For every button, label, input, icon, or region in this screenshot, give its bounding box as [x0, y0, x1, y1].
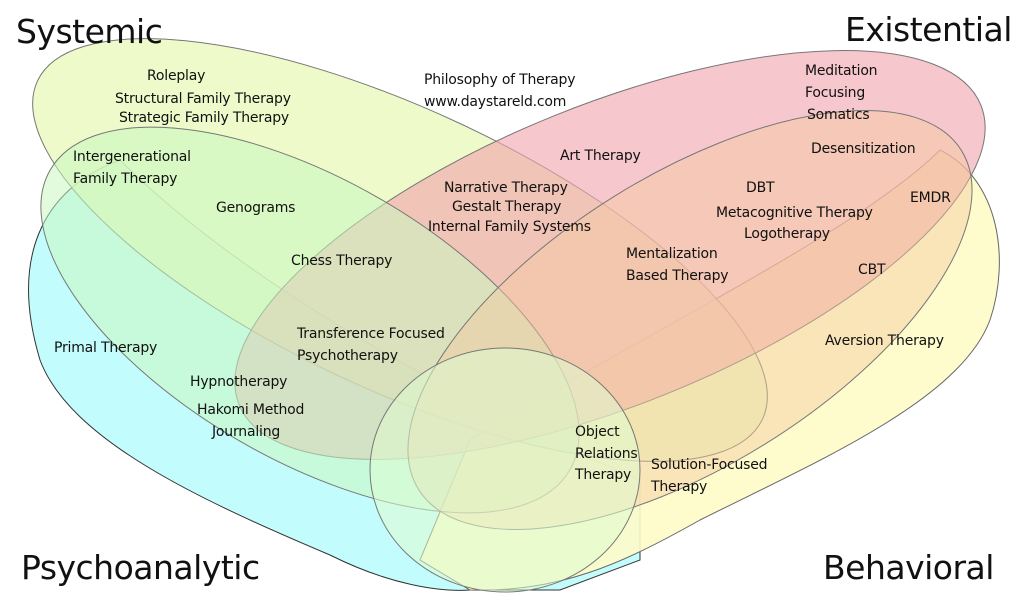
- website-link[interactable]: www.daystareld.com: [424, 94, 567, 110]
- item-solution-1: Solution-Focused: [651, 457, 768, 473]
- item-desensitization: Desensitization: [811, 141, 916, 157]
- category-behavioral: Behavioral: [823, 548, 994, 587]
- item-intergenerational-2: Family Therapy: [73, 171, 178, 187]
- item-logotherapy: Logotherapy: [744, 226, 830, 242]
- item-intergenerational-1: Intergenerational: [73, 149, 191, 165]
- item-solution-2: Therapy: [651, 479, 708, 495]
- item-roleplay: Roleplay: [147, 68, 206, 84]
- item-strategic: Strategic Family Therapy: [119, 110, 289, 126]
- item-mentalization-1: Mentalization: [626, 246, 718, 262]
- item-focusing: Focusing: [805, 85, 866, 101]
- item-metacognitive: Metacognitive Therapy: [716, 205, 873, 221]
- item-narrative: Narrative Therapy: [444, 180, 568, 196]
- item-object-2: Relations: [575, 446, 638, 462]
- item-aversion: Aversion Therapy: [825, 333, 944, 349]
- item-hakomi: Hakomi Method: [197, 402, 305, 418]
- item-transference-1: Transference Focused: [297, 326, 445, 342]
- item-hypnotherapy: Hypnotherapy: [190, 374, 288, 390]
- item-cbt: CBT: [858, 262, 886, 278]
- item-transference-2: Psychotherapy: [297, 348, 398, 364]
- item-art: Art Therapy: [560, 148, 641, 164]
- lower-circle: [369, 347, 641, 593]
- item-journaling: Journaling: [212, 424, 281, 440]
- item-gestalt: Gestalt Therapy: [452, 199, 562, 215]
- item-somatics: Somatics: [807, 107, 870, 123]
- category-existential: Existential: [845, 10, 1011, 49]
- item-dbt: DBT: [746, 180, 775, 196]
- item-meditation: Meditation: [805, 63, 878, 79]
- category-psychoanalytic: Psychoanalytic: [21, 548, 260, 587]
- item-object-3: Therapy: [575, 467, 632, 483]
- item-object-1: Object: [575, 424, 620, 440]
- item-emdr: EMDR: [910, 190, 951, 206]
- item-primal: Primal Therapy: [54, 340, 158, 356]
- category-systemic: Systemic: [16, 12, 163, 51]
- item-genograms: Genograms: [216, 200, 296, 216]
- item-chess: Chess Therapy: [291, 253, 393, 269]
- item-structural: Structural Family Therapy: [115, 91, 291, 107]
- item-mentalization-2: Based Therapy: [626, 268, 729, 284]
- item-ifs: Internal Family Systems: [428, 219, 591, 235]
- diagram-title: Philosophy of Therapy: [424, 72, 576, 88]
